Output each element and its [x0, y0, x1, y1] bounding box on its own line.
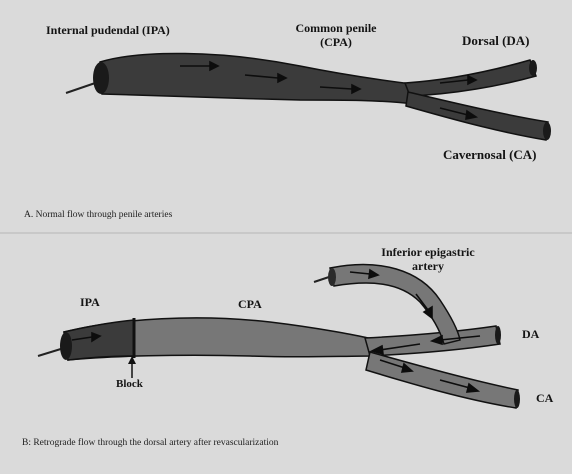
label-block: Block — [116, 378, 143, 391]
caption-panel-b: B: Retrograde flow through the dorsal ar… — [22, 438, 278, 448]
block-arrow-head — [128, 356, 136, 364]
